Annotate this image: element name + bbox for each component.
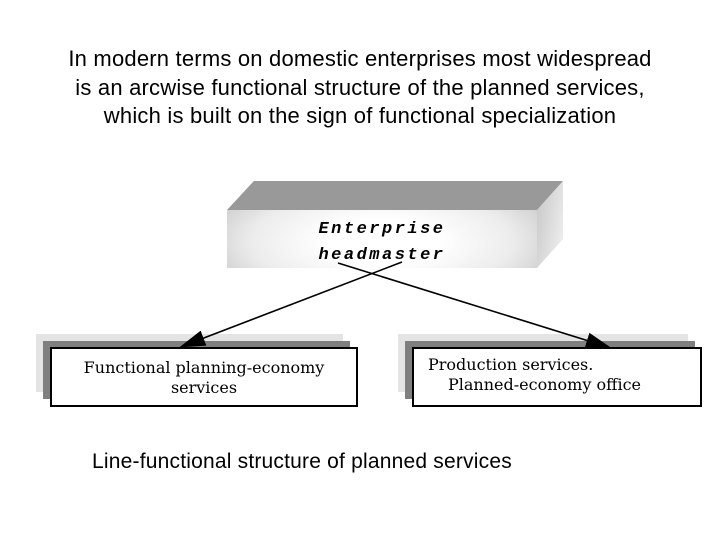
root-box-label-line2: headmaster [318, 246, 446, 265]
left-box-label-line1: Functional planning-economy [83, 358, 325, 377]
title-line-3: which is built on the sign of functional… [103, 103, 617, 128]
right-box-label-line1: Production services. [428, 355, 594, 374]
left-box: Functional planning-economy services [50, 347, 358, 407]
root-box-front-face: Enterprise headmaster [227, 210, 537, 268]
right-box: Production services. Planned-economy off… [412, 347, 702, 407]
slide-caption: Line-functional structure of planned ser… [92, 450, 512, 473]
slide-title: In modern terms on domestic enterprises … [0, 45, 720, 131]
right-box-label-line2: Planned-economy office [448, 374, 641, 394]
root-box-label-line1: Enterprise [318, 220, 446, 239]
title-line-2: is an arcwise functional structure of th… [75, 74, 645, 100]
title-line-1: In modern terms on domestic enterprises … [68, 46, 652, 71]
left-box-label-line2: services [170, 377, 238, 397]
root-box-top-face [227, 181, 563, 210]
